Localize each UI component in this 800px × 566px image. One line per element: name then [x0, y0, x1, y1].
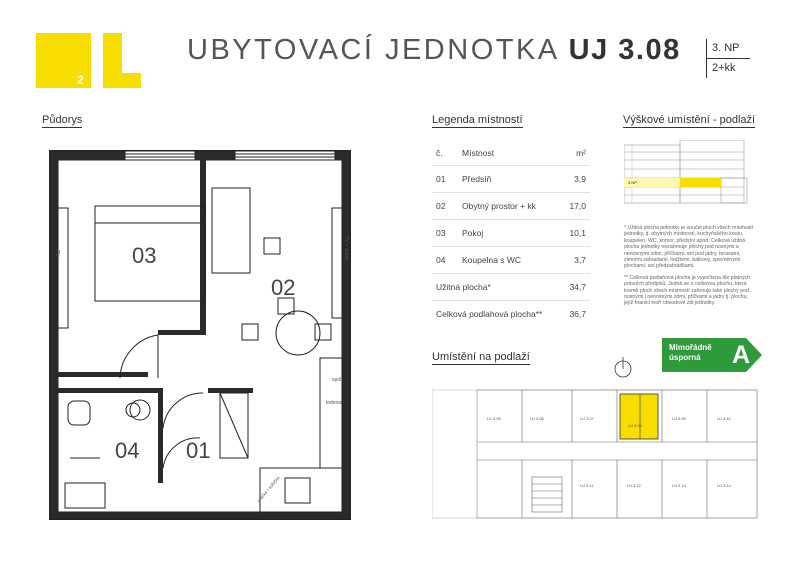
- unit-label-311: UJ 3.11: [580, 483, 594, 488]
- legend-label: Legenda místností: [432, 114, 523, 128]
- area-notes: * Užitná plocha jednotky je součet ploch…: [624, 225, 754, 312]
- unit-label-308: UJ 3.08: [628, 423, 643, 428]
- layout-type-label: 2+kk: [706, 59, 750, 78]
- legend-row-no: 03: [432, 219, 462, 247]
- energy-class-badge: Mimořádně úsporná A: [662, 338, 762, 372]
- fridge-label: lednice: [326, 400, 342, 406]
- logo-square: [36, 33, 91, 88]
- usable-area-value: 34,7: [546, 273, 590, 301]
- title-unit-code: UJ 3.08: [568, 34, 681, 66]
- legend-row: 01 Předsíň 3,9: [432, 165, 590, 193]
- room-03-number: 03: [132, 243, 157, 268]
- legend-row-name: Pokoj: [462, 219, 546, 247]
- unit-info-box: 3. NP 2+kk: [706, 39, 750, 78]
- floor-label: 3. NP: [706, 39, 750, 58]
- legend-row-name: Předsíň: [462, 165, 546, 193]
- legend-row-no: 04: [432, 246, 462, 274]
- legend-row-no: 01: [432, 165, 462, 193]
- current-floor-marker: 3.NP: [628, 180, 637, 185]
- legend-row: 02 Obytný prostor + kk 17,0: [432, 192, 590, 220]
- unit-label-312: UJ 3.12: [627, 483, 642, 488]
- legend-header-row: č. Místnost m²: [432, 141, 590, 166]
- legend-row-no: 02: [432, 192, 462, 220]
- usable-area-label: Užitná plocha*: [432, 273, 546, 301]
- unit-label-307: UJ 3.07: [580, 416, 595, 421]
- room-02-number: 02: [271, 275, 296, 300]
- legend-col-no: č.: [432, 141, 462, 166]
- unit-label-314: UJ 3.14: [717, 483, 732, 488]
- pantry-label: spíž: [332, 377, 342, 383]
- legend-row-area: 3,9: [546, 165, 590, 193]
- unit-label-306: UJ 3.06: [530, 416, 545, 421]
- placement-label: Umístění na podlaží: [432, 351, 530, 365]
- logo-bar-horizontal: [103, 73, 141, 88]
- room-01-number: 01: [186, 438, 211, 463]
- unit-label-310: UJ 3.10: [717, 416, 732, 421]
- legend-total-row: Celková podlahová plocha** 36,7: [432, 301, 590, 328]
- unit-label-305: UJ 3.05: [487, 416, 502, 421]
- floor-height-diagram: [624, 140, 748, 204]
- unit-highlight: [619, 393, 659, 440]
- title-main: UBYTOVACÍ JEDNOTKA: [187, 34, 559, 66]
- legend-col-area: m²: [546, 141, 590, 166]
- building-floor-plan: UJ 3.07 UJ 3.08 UJ 3.09 UJ 3.10 UJ 3.06 …: [432, 389, 758, 519]
- legend-col-room: Místnost: [462, 141, 546, 166]
- legend-row-area: 17,0: [546, 192, 590, 220]
- page-title: UBYTOVACÍ JEDNOTKA UJ 3.08: [187, 34, 681, 67]
- note-usable: * Užitná plocha jednotky je součet ploch…: [624, 225, 754, 270]
- legend-row: 04 Koupelna s WC 3,7: [432, 246, 590, 274]
- tv-label: TV: [54, 250, 60, 257]
- note-total: ** Celková podlahová plocha je vypočtena…: [624, 274, 751, 307]
- legend-row-area: 10,1: [546, 219, 590, 247]
- info-divider: [706, 58, 750, 59]
- floorplan-label: Půdorys: [42, 114, 83, 128]
- tv-holder-label: TV + držák: [343, 236, 349, 261]
- energy-class-letter: A: [732, 341, 751, 369]
- current-floor-highlight: [680, 178, 721, 187]
- floor-plan-drawing: [49, 150, 351, 520]
- total-area-value: 36,7: [569, 309, 586, 319]
- unit-label-309: UJ 3.09: [672, 416, 687, 421]
- room-legend-table: č. Místnost m² 01 Předsíň 3,9 02 Obytný …: [432, 141, 590, 327]
- legend-usable-row: Užitná plocha* 34,7: [432, 273, 590, 301]
- unit-label-313: UJ 3.13: [672, 483, 687, 488]
- room-04-number: 04: [115, 438, 140, 463]
- height-label: Výškové umístění - podlaží: [623, 114, 756, 128]
- legend-row: 03 Pokoj 10,1: [432, 219, 590, 247]
- legend-row-name: Obytný prostor + kk: [462, 192, 546, 220]
- total-area-label: Celková podlahová plocha**: [436, 309, 543, 319]
- energy-label-line1: Mimořádně: [669, 343, 712, 352]
- energy-label: Mimořádně úsporná: [669, 343, 712, 363]
- compass-icon: [614, 357, 632, 378]
- legend-row-name: Koupelna s WC: [462, 246, 546, 274]
- energy-label-line2: úsporná: [669, 353, 701, 362]
- brand-logo: 2: [36, 33, 141, 88]
- logo-number: 2: [77, 73, 84, 87]
- legend-row-area: 3,7: [546, 246, 590, 274]
